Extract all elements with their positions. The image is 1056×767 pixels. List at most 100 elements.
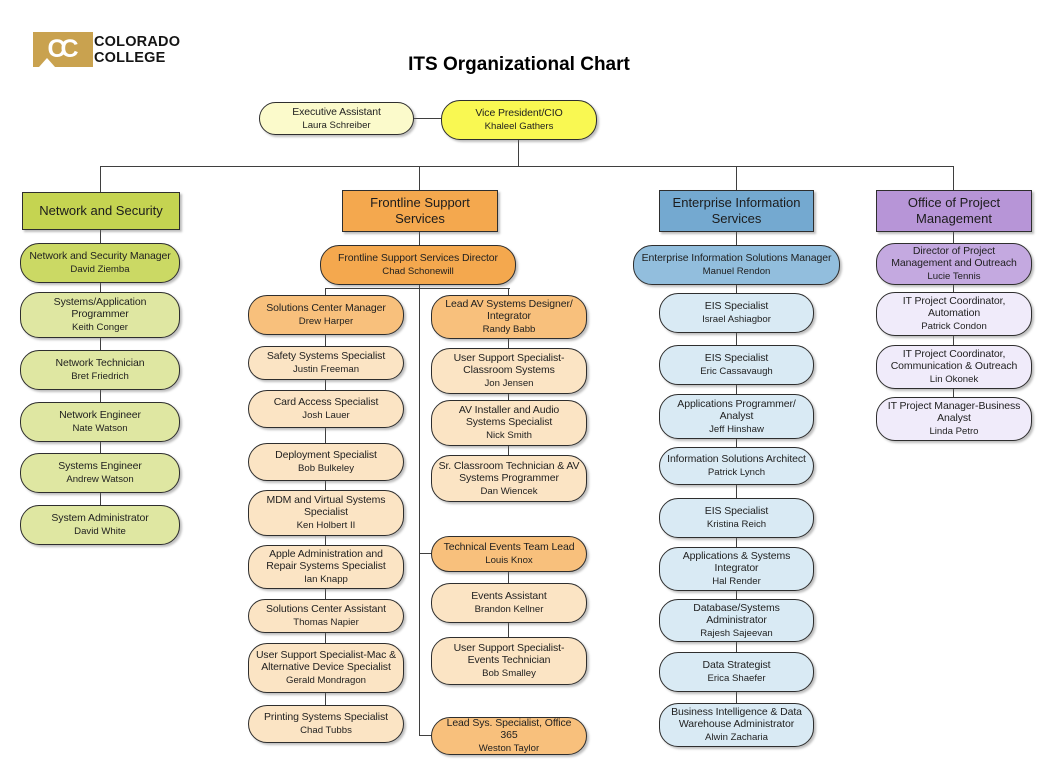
org-box-frontline-right-1: User Support Specialist-Classroom System… [431, 348, 587, 394]
person-name: Josh Lauer [302, 410, 350, 422]
org-box-eis-2: Applications Programmer/ Analyst Jeff Hi… [659, 394, 814, 439]
org-box-frontline-left-4: MDM and Virtual Systems Specialist Ken H… [248, 490, 404, 536]
role-title: Deployment Specialist [275, 449, 377, 462]
person-name: Jeff Hinshaw [709, 423, 764, 435]
person-name: Eric Cassavaugh [700, 366, 773, 378]
role-title: Printing Systems Specialist [264, 711, 388, 724]
connector-drop-opm [953, 166, 955, 191]
person-name: Drew Harper [298, 316, 354, 328]
role-title: IT Project Manager-Business Analyst [887, 400, 1021, 425]
role-title: Card Access Specialist [273, 396, 379, 409]
person-name: Lin Okonek [929, 374, 979, 386]
connector-vp-drop [518, 140, 520, 166]
connector-branch-technical-events [419, 553, 432, 555]
header-network-and-security: Network and Security [22, 192, 180, 230]
role-title: Systems/Application Programmer [53, 296, 147, 321]
role-title: Frontline Support Services Director [338, 252, 498, 265]
connector-ea-vp [414, 118, 441, 120]
role-title: Lead AV Systems Designer/ Integrator [445, 298, 573, 323]
org-box-network-manager: Network and Security Manager David Ziemb… [20, 243, 180, 283]
person-name: Laura Schreiber [302, 119, 371, 131]
org-box-executive-assistant: Executive Assistant Laura Schreiber [259, 102, 414, 135]
org-box-opm-2: IT Project Manager-Business Analyst Lind… [876, 397, 1032, 441]
org-box-frontline-left-3: Deployment Specialist Bob Bulkeley [248, 443, 404, 481]
person-name: Manuel Rendon [702, 266, 771, 278]
org-box-frontline-left-5: Apple Administration and Repair Systems … [248, 545, 404, 589]
person-name: Israel Ashiagbor [702, 314, 771, 326]
role-title: IT Project Coordinator, Automation [902, 295, 1006, 320]
role-title: EIS Specialist [704, 352, 769, 365]
person-name: Andrew Watson [66, 474, 134, 486]
person-name: Randy Babb [482, 324, 536, 336]
org-box-eis-8: Business Intelligence & Data Warehouse A… [659, 703, 814, 747]
person-name: Kristina Reich [706, 519, 767, 531]
person-name: David White [74, 526, 126, 538]
colorado-college-wordmark: COLORADO COLLEGE [94, 34, 181, 66]
org-box-eis-4: EIS Specialist Kristina Reich [659, 498, 814, 538]
role-title: Network and Security Manager [29, 250, 171, 263]
role-title: Applications Programmer/ Analyst [677, 397, 796, 422]
org-box-frontline-right-4: Technical Events Team Lead Louis Knox [431, 536, 587, 572]
person-name: Ian Knapp [304, 574, 348, 586]
person-name: Patrick Condon [921, 321, 987, 333]
connector-spine [100, 166, 954, 168]
person-name: Bob Bulkeley [298, 463, 354, 475]
person-name: Gerald Mondragon [286, 675, 366, 687]
role-title: Lead Sys. Specialist, Office 365 [446, 717, 572, 742]
connector-drop-eis [736, 166, 738, 191]
org-box-frontline-right-6: User Support Specialist-Events Technicia… [431, 637, 587, 685]
role-title: Network Technician [55, 357, 145, 370]
connector-frontline-trunk [419, 230, 421, 736]
role-title: Solutions Center Manager [266, 302, 386, 315]
person-name: Hal Render [712, 576, 761, 588]
role-title: Director of Project Management and Outre… [891, 245, 1017, 270]
person-name: Alwin Zacharia [705, 732, 768, 744]
org-box-opm-director: Director of Project Management and Outre… [876, 243, 1032, 285]
role-title: EIS Specialist [704, 505, 769, 518]
org-box-network-2: Network Technician Bret Friedrich [20, 350, 180, 390]
org-box-frontline-left-1: Safety Systems Specialist Justin Freeman [248, 346, 404, 380]
role-title: Technical Events Team Lead [443, 541, 575, 554]
person-name: Patrick Lynch [707, 467, 766, 479]
header-frontline-support-services: Frontline Support Services [342, 190, 498, 232]
org-box-network-5: System Administrator David White [20, 505, 180, 545]
person-name: Justin Freeman [292, 364, 360, 376]
role-title: IT Project Coordinator, Communication & … [890, 348, 1018, 373]
org-box-eis-5: Applications & Systems Integrator Hal Re… [659, 547, 814, 591]
page-title: ITS Organizational Chart [408, 54, 630, 75]
org-box-eis-1: EIS Specialist Eric Cassavaugh [659, 345, 814, 385]
role-title: Data Strategist [702, 659, 771, 672]
role-title: User Support Specialist-Mac & Alternativ… [255, 649, 397, 674]
role-title: Network Engineer [59, 409, 141, 422]
org-box-frontline-right-7: Lead Sys. Specialist, Office 365 Weston … [431, 717, 587, 755]
org-box-opm-1: IT Project Coordinator, Communication & … [876, 345, 1032, 389]
role-title: Apple Administration and Repair Systems … [266, 548, 386, 573]
org-box-frontline-right-5: Events Assistant Brandon Kellner [431, 583, 587, 623]
person-name: Khaleel Gathers [484, 121, 554, 133]
org-box-network-1: Systems/Application Programmer Keith Con… [20, 292, 180, 338]
header-office-of-project-management: Office of Project Management [876, 190, 1032, 232]
org-box-eis-6: Database/Systems Administrator Rajesh Sa… [659, 599, 814, 642]
org-box-frontline-left-7: User Support Specialist-Mac & Alternativ… [248, 643, 404, 693]
logo-line2: COLLEGE [94, 49, 166, 66]
role-title: Enterprise Information Solutions Manager [641, 252, 832, 265]
role-title: Systems Engineer [58, 460, 142, 473]
person-name: Linda Petro [929, 426, 979, 438]
role-title: Information Solutions Architect [667, 453, 806, 466]
logo-line1: COLORADO [94, 34, 181, 50]
colorado-college-logo-icon: CC [33, 32, 93, 67]
org-box-network-4: Systems Engineer Andrew Watson [20, 453, 180, 493]
org-box-frontline-left-2: Card Access Specialist Josh Lauer [248, 390, 404, 428]
person-name: David Ziemba [70, 264, 130, 276]
role-title: System Administrator [51, 512, 149, 525]
role-title: EIS Specialist [704, 300, 769, 313]
role-title: AV Installer and Audio Systems Specialis… [458, 404, 560, 429]
role-title: Events Assistant [471, 590, 547, 603]
role-title: Safety Systems Specialist [266, 350, 386, 363]
person-name: Lucie Tennis [927, 271, 981, 283]
org-box-eis-0: EIS Specialist Israel Ashiagbor [659, 293, 814, 333]
role-title: Applications & Systems Integrator [682, 550, 791, 575]
org-box-frontline-right-2: AV Installer and Audio Systems Specialis… [431, 400, 587, 446]
person-name: Bret Friedrich [71, 371, 129, 383]
